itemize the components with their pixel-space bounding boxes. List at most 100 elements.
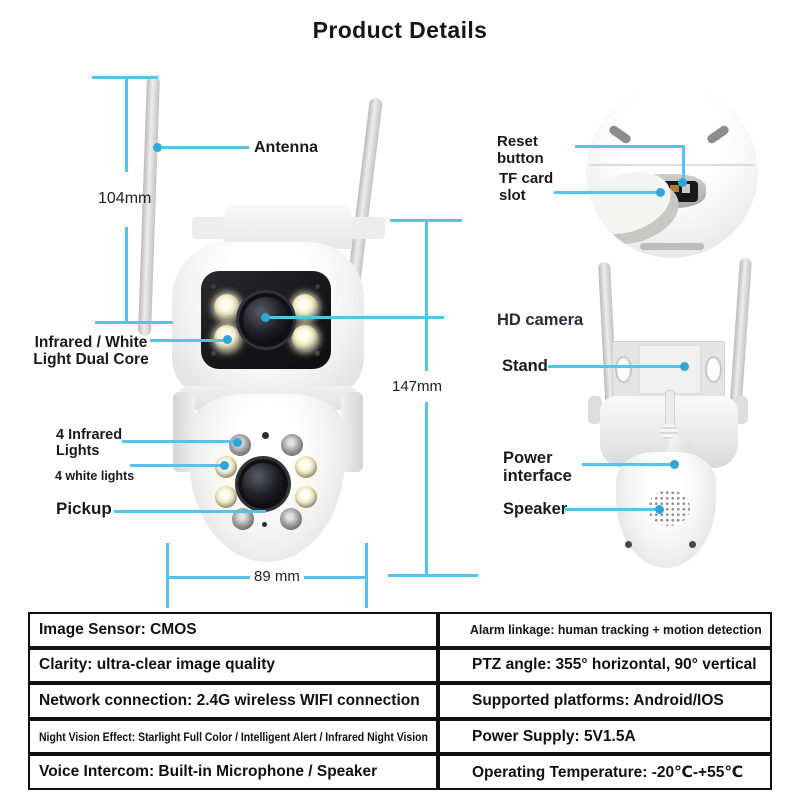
spec-text: Image Sensor: CMOS [39, 620, 197, 638]
vent-slot [705, 123, 731, 146]
spec-text: Operating Temperature: -20℃-+55℃ [472, 763, 744, 781]
dim-147-line-upper [425, 221, 428, 371]
white-light-led [215, 486, 237, 508]
callout-line-reset-v [682, 145, 685, 183]
dome-screw [625, 541, 632, 548]
label-147mm: 147mm [392, 378, 443, 395]
callout-dot-tf [656, 188, 665, 197]
label-reset-button: Reset button [497, 133, 544, 167]
callout-dot-antenna [153, 143, 162, 152]
callout-line-tf [554, 191, 662, 194]
front-camera-neck-tab-right [351, 217, 385, 239]
white-light-led [292, 325, 318, 351]
callout-dot-stand [680, 362, 689, 371]
slot-detail [682, 184, 690, 193]
panel-screw [315, 284, 320, 289]
callout-dot-white-lights [220, 461, 229, 470]
infrared-led [281, 434, 303, 456]
white-light-led [295, 486, 317, 508]
spec-text: Voice Intercom: Built-in Microphone / Sp… [39, 763, 378, 781]
spec-cell-network: Network connection: 2.4G wireless WIFI c… [28, 683, 438, 719]
spec-text: Alarm linkage: human tracking + motion d… [470, 622, 762, 637]
spec-table: Image Sensor: CMOS Alarm linkage: human … [28, 612, 772, 790]
label-dual-core: Infrared / White Light Dual Core [33, 334, 149, 369]
callout-line-stand [548, 365, 684, 368]
label-hd-camera: HD camera [497, 311, 584, 329]
label-speaker: Speaker [503, 500, 568, 518]
callout-dot-reset [678, 178, 687, 187]
callout-line-reset-h [575, 145, 685, 148]
dim-147-cap-bottom [388, 574, 478, 577]
spec-cell-clarity: Clarity: ultra-clear image quality [28, 647, 438, 684]
label-power-interface: Power interface [503, 449, 572, 486]
mounting-bracket-panel [639, 345, 701, 394]
dim-104-cap-bottom [95, 321, 173, 324]
white-light-led [292, 294, 318, 320]
dim-104-cap-top [92, 76, 158, 79]
dim-147-line-lower [425, 402, 428, 576]
bracket-hole [615, 356, 632, 383]
label-104mm: 104mm [98, 190, 152, 207]
infrared-led [280, 508, 302, 530]
callout-line-speaker [565, 508, 659, 511]
vent-slot [607, 123, 633, 146]
label-stand: Stand [502, 357, 548, 375]
spec-text: Supported platforms: Android/IOS [472, 691, 724, 709]
callout-dot-dual-core [223, 335, 232, 344]
callout-line-pickup [114, 510, 266, 513]
front-camera-neck [224, 205, 352, 249]
label-tf-card-slot: TF card slot [499, 170, 554, 204]
label-89mm: 89 mm [254, 568, 300, 585]
bottom-vent [640, 243, 704, 250]
spec-cell-night-vision: Night Vision Effect: Starlight Full Colo… [28, 718, 438, 755]
spec-cell-alarm-linkage: Alarm linkage: human tracking + motion d… [438, 612, 772, 648]
dim-89-line-right [304, 576, 367, 579]
body-seam [590, 164, 754, 166]
white-light-led [295, 456, 317, 478]
callout-dot-power [670, 460, 679, 469]
light-sensor-hole [262, 432, 269, 439]
spec-text: Night Vision Effect: Starlight Full Colo… [39, 729, 428, 744]
panel-screw [211, 284, 216, 289]
ptz-camera-lens [238, 459, 288, 509]
spec-cell-ptz-angle: PTZ angle: 355° horizontal, 90° vertical [438, 647, 772, 684]
label-ir-lights: 4 Infrared Lights [56, 427, 123, 459]
back-camera-antenna-stub-left [588, 396, 602, 424]
dim-89-cap-left [166, 543, 169, 608]
callout-line-white-lights [130, 464, 222, 467]
spec-text: Power Supply: 5V1.5A [472, 727, 636, 745]
callout-line-antenna [161, 146, 249, 149]
dim-89-cap-right [365, 543, 368, 608]
spec-cell-voice-intercom: Voice Intercom: Built-in Microphone / Sp… [28, 754, 438, 790]
spec-cell-image-sensor: Image Sensor: CMOS [28, 612, 438, 648]
callout-line-hd-camera [268, 316, 444, 319]
spec-text: Clarity: ultra-clear image quality [39, 656, 276, 674]
label-pickup: Pickup [56, 499, 112, 518]
label-antenna: Antenna [254, 139, 318, 156]
label-white-lights: 4 white lights [55, 469, 135, 483]
dim-104-line-lower [125, 227, 128, 323]
spec-cell-power-supply: Power Supply: 5V1.5A [438, 718, 772, 755]
reset-switch [670, 185, 679, 192]
white-light-led [214, 294, 240, 320]
dim-104-line-upper [125, 78, 128, 172]
panel-screw [315, 351, 320, 356]
front-camera-ear-right [341, 392, 363, 472]
callout-dot-ir-lights [233, 438, 242, 447]
spec-cell-temperature: Operating Temperature: -20℃-+55℃ [438, 754, 772, 790]
dim-147-cap-top [390, 219, 462, 222]
dome-screw [689, 541, 696, 548]
callout-dot-speaker [655, 505, 664, 514]
dim-89-line-left [168, 576, 250, 579]
callout-line-ir-lights [122, 440, 234, 443]
top-view-inset [586, 86, 758, 258]
panel-screw [211, 351, 216, 356]
spec-cell-platforms: Supported platforms: Android/IOS [438, 683, 772, 719]
pickup-mic-hole [262, 522, 267, 527]
page-title: Product Details [312, 17, 488, 43]
callout-line-power [582, 463, 674, 466]
spec-text: PTZ angle: 355° horizontal, 90° vertical [472, 656, 757, 674]
spec-text: Network connection: 2.4G wireless WIFI c… [39, 691, 420, 709]
bracket-hole [705, 356, 722, 383]
